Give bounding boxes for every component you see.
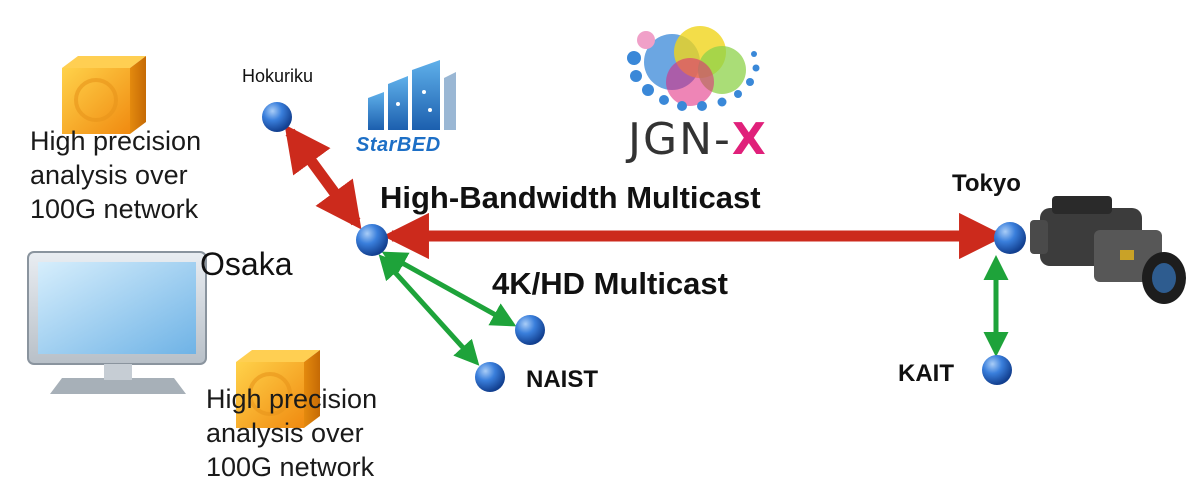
hokuriku-node	[262, 102, 292, 132]
jgn-prefix: JGN-	[628, 114, 732, 165]
note-line: 100G network	[30, 194, 199, 224]
video-camera-icon	[1030, 196, 1186, 304]
high-bandwidth-multicast-label: High-Bandwidth Multicast	[380, 180, 761, 215]
note-line: High precision	[206, 384, 378, 414]
kait-node	[982, 355, 1012, 385]
analysis-note-bottom: High precision analysis over 100G networ…	[206, 382, 377, 484]
naist-node	[475, 362, 505, 392]
uhd-multicast-label: 4K/HD Multicast	[492, 266, 728, 301]
osaka-naist-arrow	[378, 254, 480, 366]
note-line: 100G network	[206, 452, 375, 482]
server-box-icon	[62, 56, 146, 134]
hokuriku-label: Hokuriku	[242, 66, 314, 86]
server-box-icon	[236, 350, 320, 428]
branch-node	[515, 315, 545, 345]
hokuriku-osaka-arrow	[284, 124, 362, 230]
note-line: High precision	[30, 126, 202, 156]
note-line: analysis over	[206, 418, 364, 448]
kait-label: KAIT	[898, 360, 954, 387]
monitor-icon	[27, 251, 207, 394]
starbed-logo-text: StarBED	[356, 134, 441, 156]
jgn-x-logo-icon	[627, 26, 760, 111]
note-line: analysis over	[30, 160, 188, 190]
analysis-note-top: High precision analysis over 100G networ…	[30, 124, 201, 226]
osaka-node	[356, 224, 388, 256]
naist-label: NAIST	[526, 366, 598, 393]
osaka-label: Osaka	[200, 246, 293, 282]
jgn-x-mark: X	[731, 114, 768, 165]
starbed-logo-icon	[368, 60, 456, 130]
tokyo-node	[994, 222, 1026, 254]
jgn-x-logo-text: JGN-X	[628, 114, 768, 165]
tokyo-label: Tokyo	[952, 170, 1021, 197]
